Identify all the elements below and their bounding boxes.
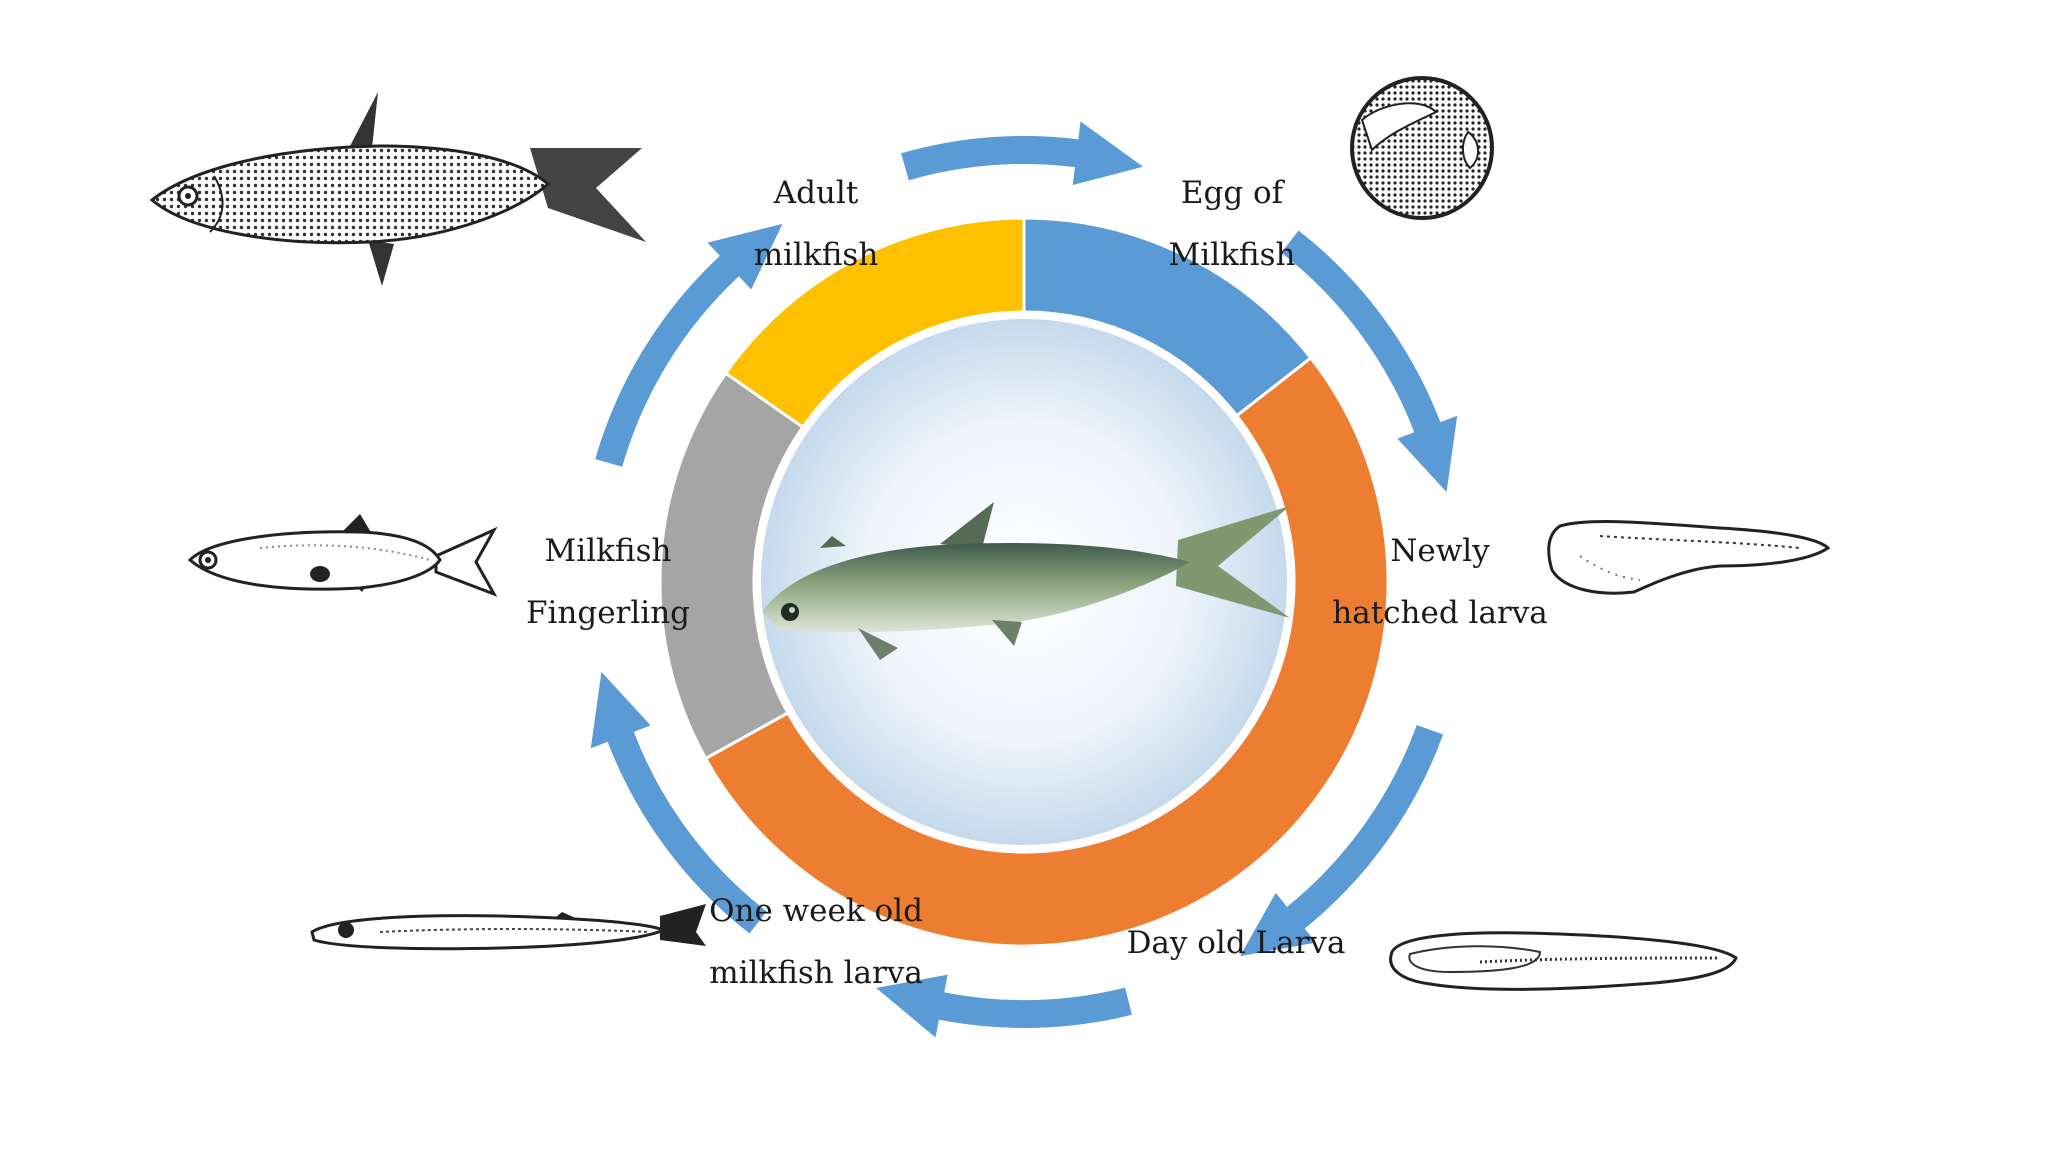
label-one-week-old-larva: One week old milkfish larva <box>706 880 926 1004</box>
label-line: Egg of <box>1132 162 1332 224</box>
label-line: hatched larva <box>1320 582 1560 644</box>
label-line: Newly <box>1320 520 1560 582</box>
label-line: Day old Larva <box>1116 912 1356 974</box>
day-old-larva-icon <box>1391 933 1736 989</box>
label-line: Adult <box>716 162 916 224</box>
label-newly-hatched-larva: Newly hatched larva <box>1320 520 1560 644</box>
newly-hatched-larva-icon <box>1549 522 1828 594</box>
label-line: Milkfish <box>518 520 698 582</box>
label-egg-of-milkfish: Egg of Milkfish <box>1132 162 1332 286</box>
label-line: Milkfish <box>1132 224 1332 286</box>
label-adult-milkfish: Adult milkfish <box>716 162 916 286</box>
one-week-larva-icon <box>312 904 706 949</box>
adult-milkfish-sketch-icon <box>152 92 646 286</box>
label-line: One week old <box>706 880 926 942</box>
arrow-adult-to-egg <box>901 121 1143 185</box>
fingerling-sketch-icon <box>190 514 494 594</box>
label-line: milkfish larva <box>706 942 926 1004</box>
label-line: Fingerling <box>518 582 698 644</box>
milkfish-egg-icon <box>1352 78 1492 218</box>
label-line: milkfish <box>716 224 916 286</box>
label-milkfish-fingerling: Milkfish Fingerling <box>518 520 698 644</box>
label-day-old-larva: Day old Larva <box>1116 912 1356 974</box>
